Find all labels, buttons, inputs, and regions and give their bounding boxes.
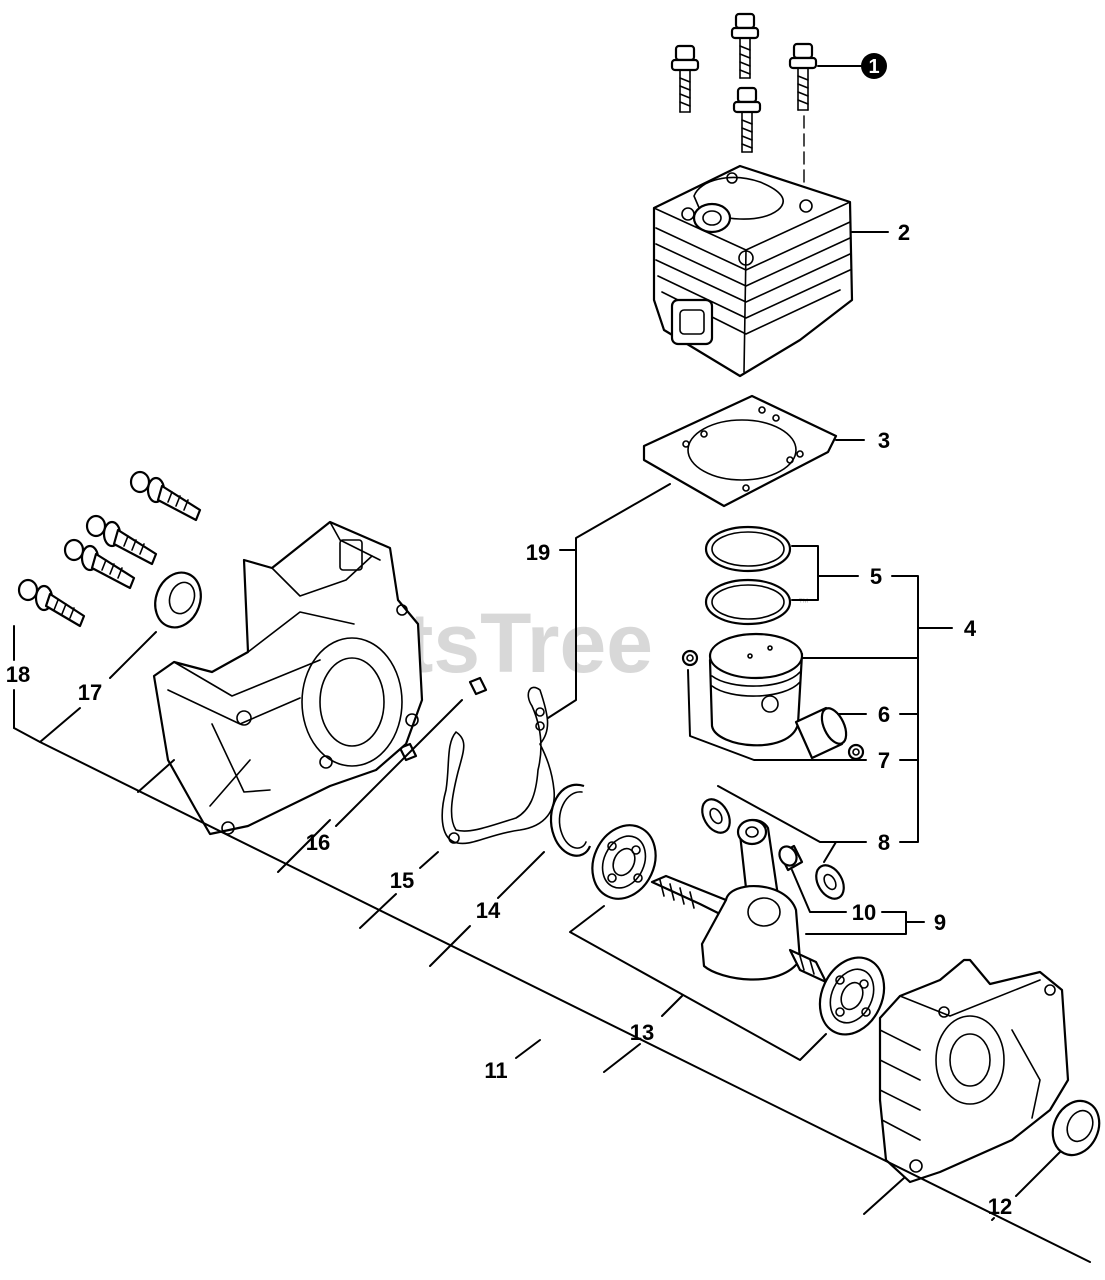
callout-5: 5 (870, 564, 882, 589)
oil-seal-left (154, 571, 202, 629)
cylinder (652, 164, 854, 378)
cylinder-bolts (670, 12, 818, 191)
cylinder-gasket (642, 394, 838, 508)
callout-19: 19 (526, 540, 550, 565)
callout-14: 14 (476, 898, 501, 923)
thrust-washers (701, 798, 845, 900)
callout-9: 9 (934, 910, 946, 935)
callout-12: 12 (988, 1194, 1012, 1219)
piston-rings (704, 525, 792, 626)
crankcase-left (152, 520, 424, 836)
crankshaft-bearings (591, 824, 886, 1036)
callout-2: 2 (898, 220, 910, 245)
callout-15: 15 (390, 868, 414, 893)
callout-7: 7 (878, 748, 890, 773)
piston-pin (794, 706, 848, 760)
case-bolt-2 (85, 514, 158, 566)
callout-13: 13 (630, 1020, 654, 1045)
callout-8: 8 (878, 830, 890, 855)
callout-10: 10 (852, 900, 876, 925)
leader-lines (13, 65, 1091, 1263)
oil-seal-right (1051, 1099, 1101, 1157)
crankshaft (650, 818, 828, 984)
case-bolt-3 (63, 538, 136, 590)
piston-pin-clips (681, 649, 865, 761)
needle-bearing (778, 844, 804, 872)
case-bolt-1 (129, 470, 202, 522)
dowel-pins (398, 676, 488, 762)
piston (708, 632, 804, 747)
callout-4: 4 (964, 616, 977, 641)
callout-3: 3 (878, 428, 890, 453)
callout-badge-1: 1 (861, 53, 887, 79)
retaining-ring (549, 783, 592, 857)
callout-17: 17 (78, 680, 102, 705)
callout-16: 16 (306, 830, 330, 855)
crankcase-right (878, 958, 1070, 1184)
bolt-a (670, 44, 700, 113)
callout-labels: 2 3 4 5 6 7 8 9 10 11 12 13 14 15 16 17 … (6, 220, 1012, 1219)
callout-1: 1 (868, 56, 879, 78)
crankcase-gasket (441, 686, 556, 845)
callout-18: 18 (6, 662, 30, 687)
case-bolt-4 (17, 578, 86, 628)
bolt-c (788, 42, 818, 111)
bolt-b (730, 12, 760, 79)
callout-6: 6 (878, 702, 890, 727)
callout-11: 11 (484, 1058, 507, 1083)
crankcase-bolts (17, 470, 202, 628)
watermark-trademark: ™ (798, 597, 809, 609)
bolt-d (732, 86, 762, 153)
